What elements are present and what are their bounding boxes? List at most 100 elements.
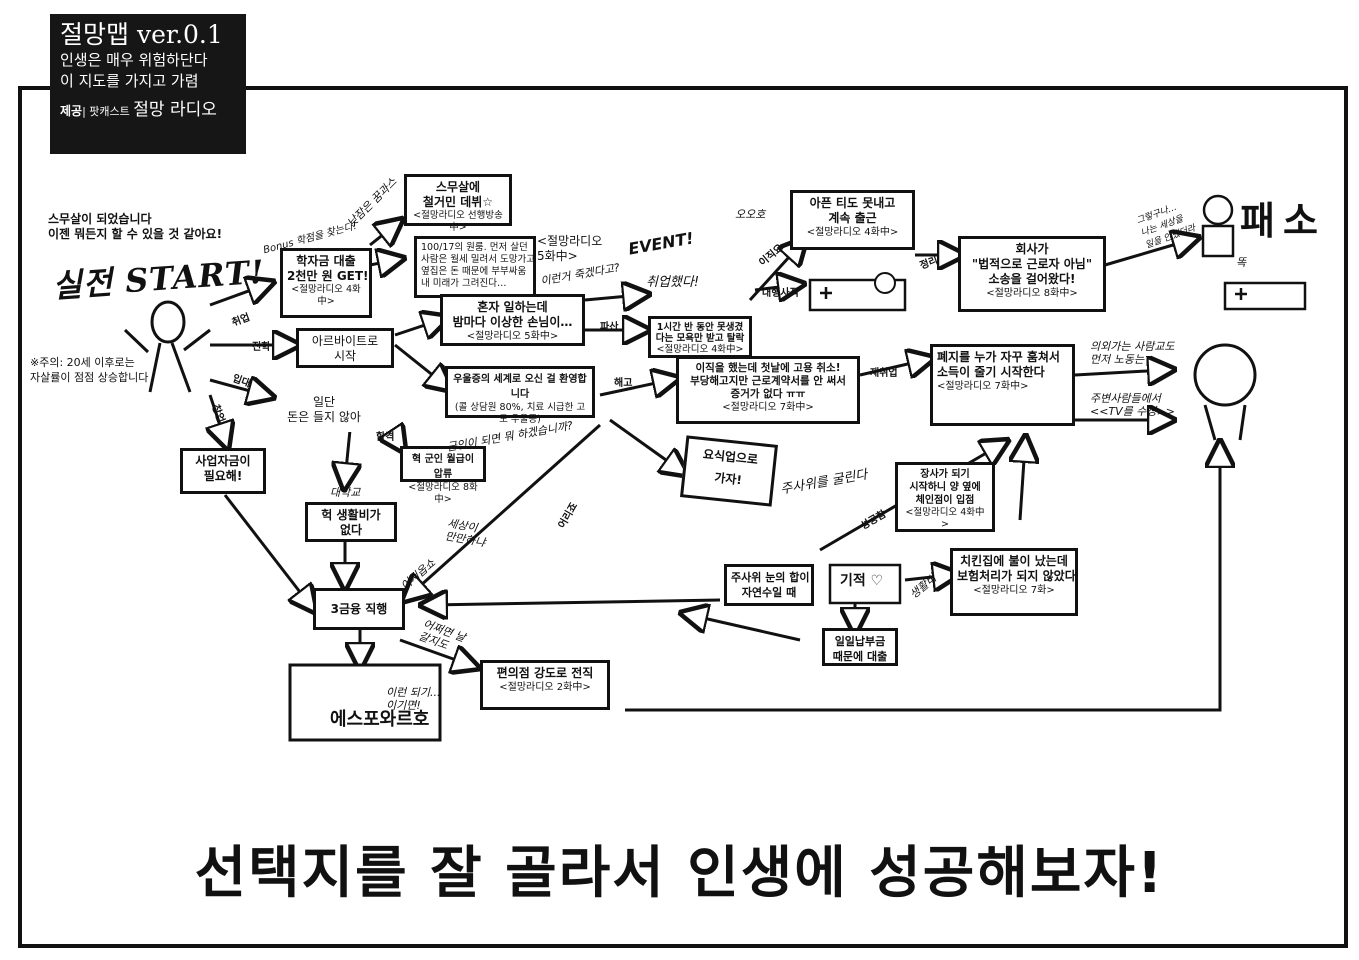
node-eviction-source: <절망라디오 5화中> <box>537 234 603 263</box>
node-sick: 아픈 티도 못내고 계속 출근 <절망라디오 4화中> <box>790 190 915 250</box>
node-hour-title: 1시간 반 동안 못생겼 다는 모욕만 받고 탈락 <box>655 322 745 344</box>
node-chicken-title: 치킨집에 불이 났는데 보험처리가 되지 않았다 <box>957 554 1076 583</box>
node-shop: 장사가 되기 시작하니 양 옆에 체인점이 입점 <절망라디오 4화中> <box>895 462 995 532</box>
node-waste: 폐지를 누가 자꾸 훔쳐서 소득이 줄기 시작한다 <절망라디오 7화中> <box>930 344 1075 426</box>
node-alone-title: 혼자 일하는데 밤마다 이상한 손님이… <box>452 300 573 329</box>
map-title: 절망맵 ver.0.1 <box>60 20 223 49</box>
arrow-miracle-chicken <box>904 575 950 580</box>
node-salary-title: 혁 군인 월급이 압류 <box>411 454 475 480</box>
node-debut-source: <절망라디오 선행방송中> <box>413 210 503 233</box>
node-depression-source: (콜 상담원 80%, 치료 시급한 고도 우울증) <box>454 402 586 425</box>
credit-label: 제공 <box>60 104 83 118</box>
node-living: 헉 생활비가 없다 <box>305 502 397 542</box>
arrow-first-living <box>345 429 350 480</box>
arrow-daily-back <box>690 615 801 642</box>
node-debut-title: 스무살에 철거민 데뷔☆ <box>422 180 494 209</box>
node-lottery-title: 에스포와르호 <box>330 709 430 730</box>
credit-name: 절망 라디오 <box>133 100 217 120</box>
credit: 제공| 팟캐스트 절망 라디오 <box>60 100 217 120</box>
arrow-event-sickbed <box>754 285 795 290</box>
label-coma: 대행사직 <box>762 288 799 299</box>
start-caution: ※주의: 20세 이후로는 자살률이 점점 상승합니다 <box>30 356 149 384</box>
label-career: 진학 <box>252 342 271 353</box>
hand-note-11: 의외가는 사람교도 먼저 노동는 <box>1090 340 1175 366</box>
node-chicken-source: <절망라디오 7화> <box>973 585 1055 596</box>
judge-icon <box>1201 194 1235 258</box>
arrow-depression-job <box>599 380 670 395</box>
node-business: 사업자금이 필요해! <box>180 448 266 494</box>
node-parttime-title: 아르바이트로 시작 <box>311 334 379 363</box>
node-job-title: 이직을 했는데 첫날에 고용 취소! 부당해고지만 근로계약서를 안 써서 증거… <box>690 362 846 400</box>
hand-note-14: 똑 <box>1236 256 1247 269</box>
node-shop-source: <절망라디오 4화中> <box>905 507 985 530</box>
hand-note-4: 대학교 <box>330 486 361 499</box>
subtitle-line-1: 인생은 매우 위험하단다 <box>60 51 208 69</box>
node-sick-title: 아픈 티도 못내고 계속 출근 <box>809 196 896 225</box>
node-finance-title: 3금융 직행 <box>330 602 388 616</box>
node-hour: 1시간 반 동안 못생겼 다는 모욕만 받고 탈락 <절망라디오 4화中> <box>648 316 752 358</box>
node-shop-title: 장사가 되기 시작하니 양 옆에 체인점이 입점 <box>909 469 981 506</box>
arrow-loan-eviction <box>369 260 395 265</box>
node-first: 일단 돈은 들지 않아 <box>278 392 370 432</box>
person-icon <box>1193 343 1257 441</box>
arrow-waste-person-1 <box>1074 370 1165 375</box>
patient-head-icon <box>874 272 896 294</box>
node-depression-title: 우울증의 세계로 오신 걸 환영합니다 <box>453 374 587 400</box>
credit-source: 팟캐스트 <box>89 105 130 118</box>
node-chicken: 치킨집에 불이 났는데 보험처리가 되지 않았다 <절망라디오 7화> <box>950 548 1078 616</box>
defeat-label: 패소 <box>1240 199 1326 243</box>
node-waste-title: 폐지를 누가 자꾸 훔쳐서 소득이 줄기 시작한다 <box>937 350 1060 379</box>
slogan: 선택지를 잘 골라서 인생에 성공해보자! <box>194 841 1165 906</box>
node-convenience: 편의점 강도로 전직 <절망라디오 2화中> <box>480 660 610 710</box>
subtitle-line-2: 이 지도를 가지고 가렴 <box>60 72 199 90</box>
arrow-depression-food <box>609 418 680 470</box>
hand-note-12: 주변사람들에서 <<TV를 수정>> <box>1090 392 1175 418</box>
arrow-parttime-depression <box>394 343 445 385</box>
arrow-start-first <box>209 380 265 395</box>
node-sick-source: <절망라디오 4화中> <box>806 227 899 238</box>
node-company-source: <절망라디오 8화中> <box>986 288 1078 299</box>
arrow-finance-convenience <box>399 638 470 665</box>
arrow-dice-finance <box>430 600 721 605</box>
label-fired: 해고 <box>614 378 633 389</box>
node-eviction: 100/17의 원룸. 먼저 살던 사람은 월세 밀려서 도망가고 옆집은 돈 … <box>414 236 536 298</box>
arrow-eviction-event <box>584 295 640 300</box>
arrow-first-salary <box>390 430 400 445</box>
node-food-title: 요식업으로 가자! <box>702 447 759 488</box>
hand-note-9: 이런 되기... 이기면! <box>386 686 441 712</box>
node-hour-source: <절망라디오 4화中> <box>656 344 744 355</box>
label-restart: 재취업 <box>870 368 898 379</box>
node-waste-source: <절망라디오 7화中> <box>937 381 1029 392</box>
node-business-title: 사업자금이 필요해! <box>195 454 251 483</box>
node-alone-source: <절망라디오 5화中> <box>466 331 559 342</box>
arrow-start-loan <box>209 285 265 307</box>
map-frame <box>18 86 1348 948</box>
label-bankrupt: 파산 <box>600 322 619 333</box>
node-dice: 주사위 눈의 합이 자연수일 때 <box>724 564 814 606</box>
node-alone: 혼자 일하는데 밤마다 이상한 손님이… <절망라디오 5화中> <box>440 294 585 346</box>
node-loan: 학자금 대출 2천만 원 GET! <절망라디오 4화 中> <box>280 248 372 318</box>
node-company-title: 회사가 "법적으로 근로자 아님" 소송을 걸어왔다! <box>971 242 1093 286</box>
arrow-loan-debut <box>369 225 395 245</box>
node-miracle: 기적 ♡ <box>840 573 884 589</box>
cross-icon <box>820 287 832 299</box>
arrow-depression-finance <box>410 423 602 595</box>
node-salary-source: <절망라디오 8화中> <box>408 482 478 505</box>
arrow-company-defeat <box>1104 240 1190 267</box>
node-parttime: 아르바이트로 시작 <box>296 328 394 368</box>
arrow-convenience-person <box>625 450 1220 712</box>
start-intro: 스무살이 되었습니다 이젠 뭐든지 할 수 있을 것 같아요! <box>48 212 223 241</box>
arrow-parttime-alone <box>394 320 440 335</box>
node-daily: 일일납부금 때문에 대출 <box>822 628 898 666</box>
node-depression: 우울증의 세계로 오신 걸 환영합니다 (콜 상담원 80%, 치료 시급한 고… <box>445 366 595 425</box>
start-figure-icon <box>123 300 211 393</box>
node-loan-source: <절망라디오 4화 中> <box>291 284 361 307</box>
hand-note-16: 취업했다! <box>646 275 700 290</box>
node-finance: 3금융 직행 <box>313 588 405 630</box>
node-job-source: <절망라디오 7화中> <box>722 402 814 413</box>
arrow-start-business <box>210 394 225 440</box>
node-loan-title: 학자금 대출 2천만 원 GET! <box>287 254 369 283</box>
node-food: 요식업으로 가자! <box>680 435 778 507</box>
node-convenience-source: <절망라디오 2화中> <box>499 682 591 693</box>
